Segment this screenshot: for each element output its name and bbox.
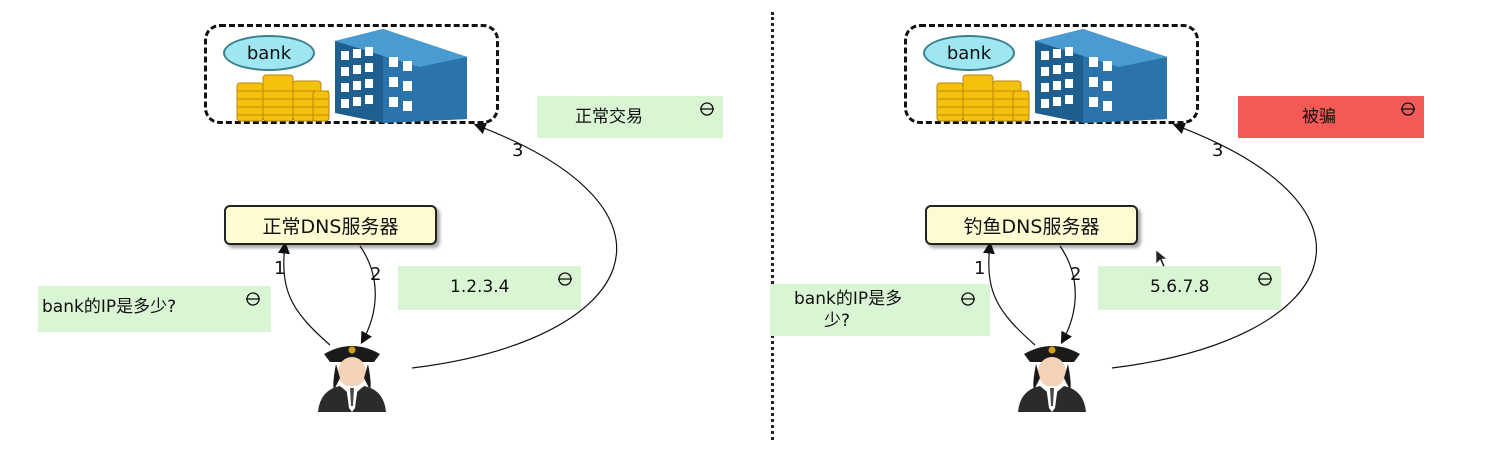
step-label-1-right: 1: [974, 258, 986, 279]
coins-icon: [236, 74, 330, 122]
step-label-2-left: 2: [370, 264, 382, 285]
result-note-text: 被骗: [1302, 107, 1336, 127]
answer-note-text: 1.2.3.4: [450, 277, 510, 297]
query-note-left: bank的IP是多少?: [38, 286, 271, 332]
arrow-step-3-right: [1111, 122, 1318, 369]
cursor-icon: [1156, 250, 1168, 268]
answer-note-right: 5.6.7.8: [1098, 266, 1281, 310]
bank-group-right: bank: [904, 24, 1199, 124]
note-icon: [558, 272, 572, 286]
building-icon: [335, 29, 467, 123]
query-note-text: bank的IP是多少?: [42, 297, 177, 317]
bank-label-bubble: bank: [223, 35, 315, 71]
note-icon: [700, 102, 714, 116]
result-note-text: 正常交易: [575, 107, 643, 127]
step-label-1-left: 1: [274, 258, 286, 279]
arrow-step-2-right: [1059, 245, 1076, 345]
arrow-step-2-left: [359, 245, 376, 345]
dns-server-left: 正常DNS服务器: [224, 205, 437, 245]
result-note-right: 被骗: [1238, 96, 1424, 138]
arrow-step-1-left: [278, 241, 331, 346]
query-note-right: bank的IP是多 少?: [770, 284, 990, 336]
step-label-3-right: 3: [1212, 140, 1224, 161]
building-icon: [1035, 29, 1167, 123]
answer-note-text: 5.6.7.8: [1150, 277, 1210, 297]
coins-icon: [936, 74, 1030, 122]
note-icon: [1401, 102, 1415, 116]
note-icon: [1258, 272, 1272, 286]
arrow-step-3-left: [411, 122, 618, 369]
panel-divider: [771, 12, 774, 440]
step-label-3-left: 3: [512, 140, 524, 161]
arrow-step-1-right: [983, 241, 1036, 346]
step-label-2-right: 2: [1070, 264, 1082, 285]
answer-note-left: 1.2.3.4: [398, 266, 581, 310]
query-note-text-line2: 少?: [824, 311, 851, 331]
note-icon: [246, 292, 260, 306]
dns-server-label: 钓鱼DNS服务器: [963, 215, 1100, 238]
user-icon: [1018, 346, 1086, 412]
query-note-text-line1: bank的IP是多: [794, 289, 903, 309]
result-note-left: 正常交易: [537, 96, 723, 138]
user-icon: [318, 346, 386, 412]
dns-server-label: 正常DNS服务器: [262, 215, 399, 238]
note-icon: [961, 292, 975, 306]
bank-label-bubble: bank: [923, 35, 1015, 71]
dns-server-right: 钓鱼DNS服务器: [925, 205, 1138, 245]
bank-group-left: bank: [204, 24, 499, 124]
